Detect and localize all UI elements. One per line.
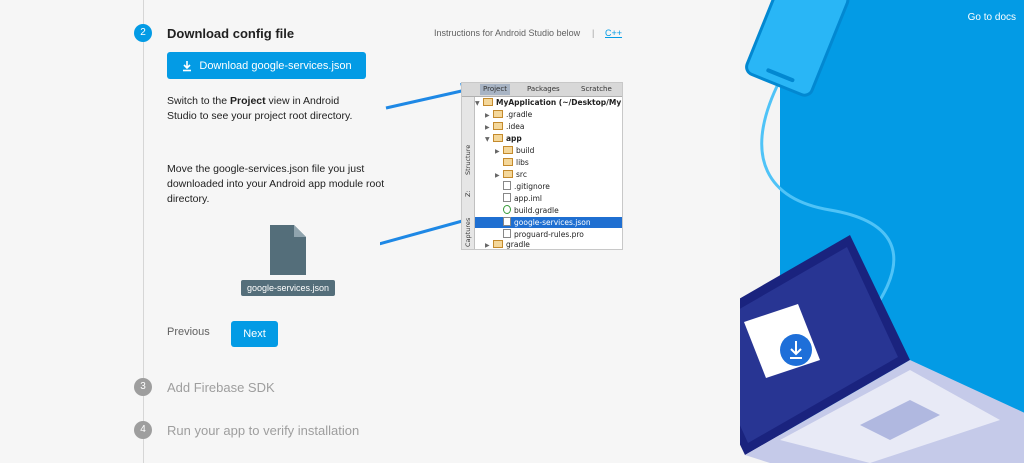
step-rail (143, 0, 144, 463)
laptop-icon (740, 235, 1024, 463)
ide-tab-project: Project (480, 84, 510, 95)
step-4-title[interactable]: Run your app to verify installation (167, 423, 360, 438)
tree-row: ▶build (495, 146, 535, 155)
next-button[interactable]: Next (231, 321, 278, 347)
ide-tab-packages: Packages (527, 85, 560, 93)
tree-row: libs (475, 157, 622, 168)
instructions-separator: | (592, 28, 595, 38)
ide-tab-scratches: Scratche (581, 85, 612, 93)
ide-side-strip: Structure Z: Captures (462, 97, 475, 249)
tree-row: ▼app (485, 134, 522, 143)
download-button-label: Download google-services.json (199, 59, 352, 72)
tree-row: app.iml (475, 193, 622, 204)
ide-side-structure: Structure (464, 144, 472, 175)
cpp-link[interactable]: C++ (605, 28, 623, 38)
tree-row: build.gradle (475, 205, 622, 216)
ide-side-z: Z: (464, 190, 472, 197)
step-3-number: 3 (134, 378, 152, 396)
tree-row: proguard-rules.pro (475, 229, 622, 240)
previous-button[interactable]: Previous (167, 326, 210, 338)
step-2-title: Download config file (167, 26, 295, 41)
step-2-number: 2 (134, 24, 152, 42)
devices-illustration (740, 0, 1024, 463)
tree-row: ▶.gradle (485, 110, 533, 119)
project-view-instruction: Switch to the Project view in Android St… (167, 95, 353, 122)
tree-row: ▼MyApplication (~/Desktop/My (475, 98, 622, 107)
tree-row: ▶src (495, 170, 527, 179)
tree-row: ▶.idea (485, 122, 525, 131)
download-icon (183, 60, 192, 71)
ide-tab-bar: Project Packages Scratche (462, 83, 622, 97)
step-4-number: 4 (134, 421, 152, 439)
step-3-title[interactable]: Add Firebase SDK (167, 380, 275, 395)
tree-row: .gitignore (475, 181, 622, 192)
download-config-button[interactable]: Download google-services.json (167, 52, 366, 79)
android-studio-screenshot: Project Packages Scratche Structure Z: C… (461, 82, 623, 250)
ide-side-captures: Captures (464, 217, 472, 247)
phone-icon (745, 0, 850, 97)
json-file-icon (270, 225, 306, 280)
move-file-instruction: Move the google-services.json file you j… (167, 163, 385, 205)
json-file-label: google-services.json (241, 280, 335, 296)
tree-row: ▶gradle (485, 240, 530, 249)
setup-main: 2 Download config file Instructions for … (134, 0, 623, 463)
illustration-panel: Go to docs (740, 0, 1024, 463)
tree-row-selected: google-services.json (475, 217, 622, 228)
go-to-docs-link[interactable]: Go to docs (967, 12, 1016, 23)
instructions-text: Instructions for Android Studio below (434, 28, 581, 38)
